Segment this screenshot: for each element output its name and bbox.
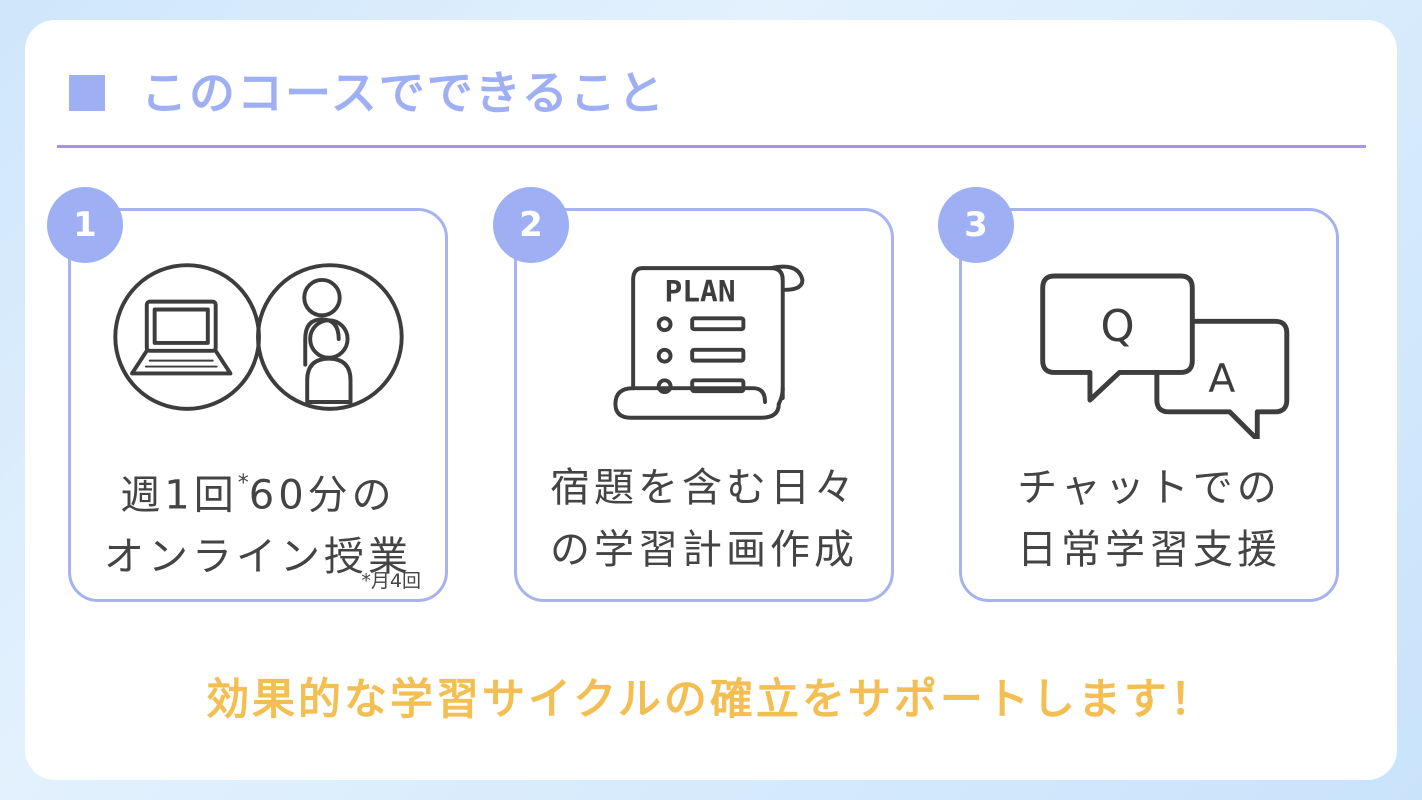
card-number-badge: 3 [938, 187, 1014, 263]
card-line-2: 日常学習支援 [1017, 527, 1281, 573]
card-line-1: チャットでの [1017, 465, 1281, 511]
tagline: 効果的な学習サイクルの確立をサポートします！ [206, 675, 1216, 725]
plan-scroll-icon: PLAN [613, 264, 805, 420]
card-description: 宿題を含む日々 の学習計画作成 [517, 457, 891, 581]
feature-card-chat-support: 3 Q A チャットでの 日常学習支援 [938, 187, 1339, 602]
laptop-and-people-icon [113, 263, 404, 411]
card-description: 週1回*60分の オンライン授業 [71, 457, 445, 588]
feature-card-study-plan: 2 PLAN 宿題を含む日々 [493, 187, 894, 602]
card-description: チャットでの 日常学習支援 [962, 457, 1336, 581]
card-number-badge: 2 [493, 187, 569, 263]
card-line-1-part-b: 60分の [248, 472, 396, 519]
card-line-1: 宿題を含む日々 [550, 465, 858, 511]
section-heading: このコースでできること [69, 68, 666, 118]
card-line-2: の学習計画作成 [550, 527, 858, 573]
footnote-mark: * [237, 471, 249, 496]
card-number-badge: 1 [47, 187, 123, 263]
plan-label: PLAN [665, 275, 736, 309]
card-footnote: *月4回 [361, 570, 421, 592]
qa-chat-bubbles-icon: Q A [1040, 273, 1290, 439]
card-line-2: オンライン授業 [104, 534, 412, 581]
content-panel: このコースでできること 1 週1回*60分 [25, 20, 1397, 780]
section-title: このコースでできること [141, 66, 666, 120]
heading-divider [57, 145, 1366, 148]
card-line-1: 週1回*60分の [71, 457, 445, 526]
a-label: A [1208, 356, 1235, 402]
feature-card-online-lessons: 1 週1回*60分の オンライン授業 *月4回 [47, 187, 448, 602]
heading-square-icon [69, 75, 105, 111]
q-label: Q [1100, 302, 1134, 352]
card-line-1-part-a: 週1回 [120, 472, 238, 519]
